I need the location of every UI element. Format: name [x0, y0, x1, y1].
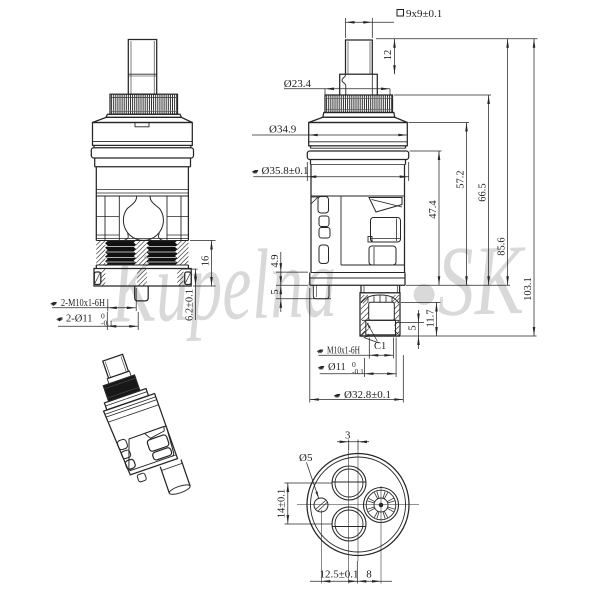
svg-text:12.5±0.1: 12.5±0.1: [319, 569, 358, 581]
svg-text:C1: C1: [374, 341, 386, 352]
svg-text:11.7: 11.7: [425, 310, 436, 328]
svg-text:M10x1-6H: M10x1-6H: [327, 346, 360, 357]
svg-text:85.6: 85.6: [496, 237, 507, 255]
svg-text:Ø32.8±0.1: Ø32.8±0.1: [344, 389, 391, 401]
svg-text:12: 12: [383, 50, 394, 61]
svg-text:16: 16: [200, 256, 211, 267]
svg-text:66.5: 66.5: [477, 183, 488, 201]
svg-text:0: 0: [101, 311, 105, 320]
svg-text:6.2±0.1: 6.2±0.1: [185, 289, 196, 321]
svg-text:Ø34.9: Ø34.9: [269, 124, 297, 136]
svg-text:0: 0: [352, 360, 356, 369]
svg-text:5: 5: [407, 325, 418, 330]
svg-text:SK: SK: [436, 224, 528, 337]
svg-text:Ø5: Ø5: [299, 452, 313, 464]
svg-text:2-M10x1-6H: 2-M10x1-6H: [61, 298, 105, 309]
svg-text:Ø35.8±0.1: Ø35.8±0.1: [262, 165, 309, 177]
svg-text:-0.1: -0.1: [352, 367, 364, 376]
svg-text:2-Ø11: 2-Ø11: [66, 314, 92, 325]
svg-text:14±0.1: 14±0.1: [277, 489, 288, 518]
svg-text:3: 3: [345, 431, 350, 442]
svg-text:Ø11: Ø11: [328, 362, 346, 373]
svg-text:57.2: 57.2: [455, 170, 466, 188]
svg-text:5: 5: [270, 289, 281, 294]
svg-text:8: 8: [366, 569, 372, 581]
svg-text:Ø23.4: Ø23.4: [284, 78, 312, 90]
svg-text:103.1: 103.1: [523, 277, 534, 301]
svg-text:4.9: 4.9: [270, 254, 281, 267]
svg-text:47.4: 47.4: [428, 200, 439, 219]
svg-text:9x9±0.1: 9x9±0.1: [406, 8, 442, 20]
